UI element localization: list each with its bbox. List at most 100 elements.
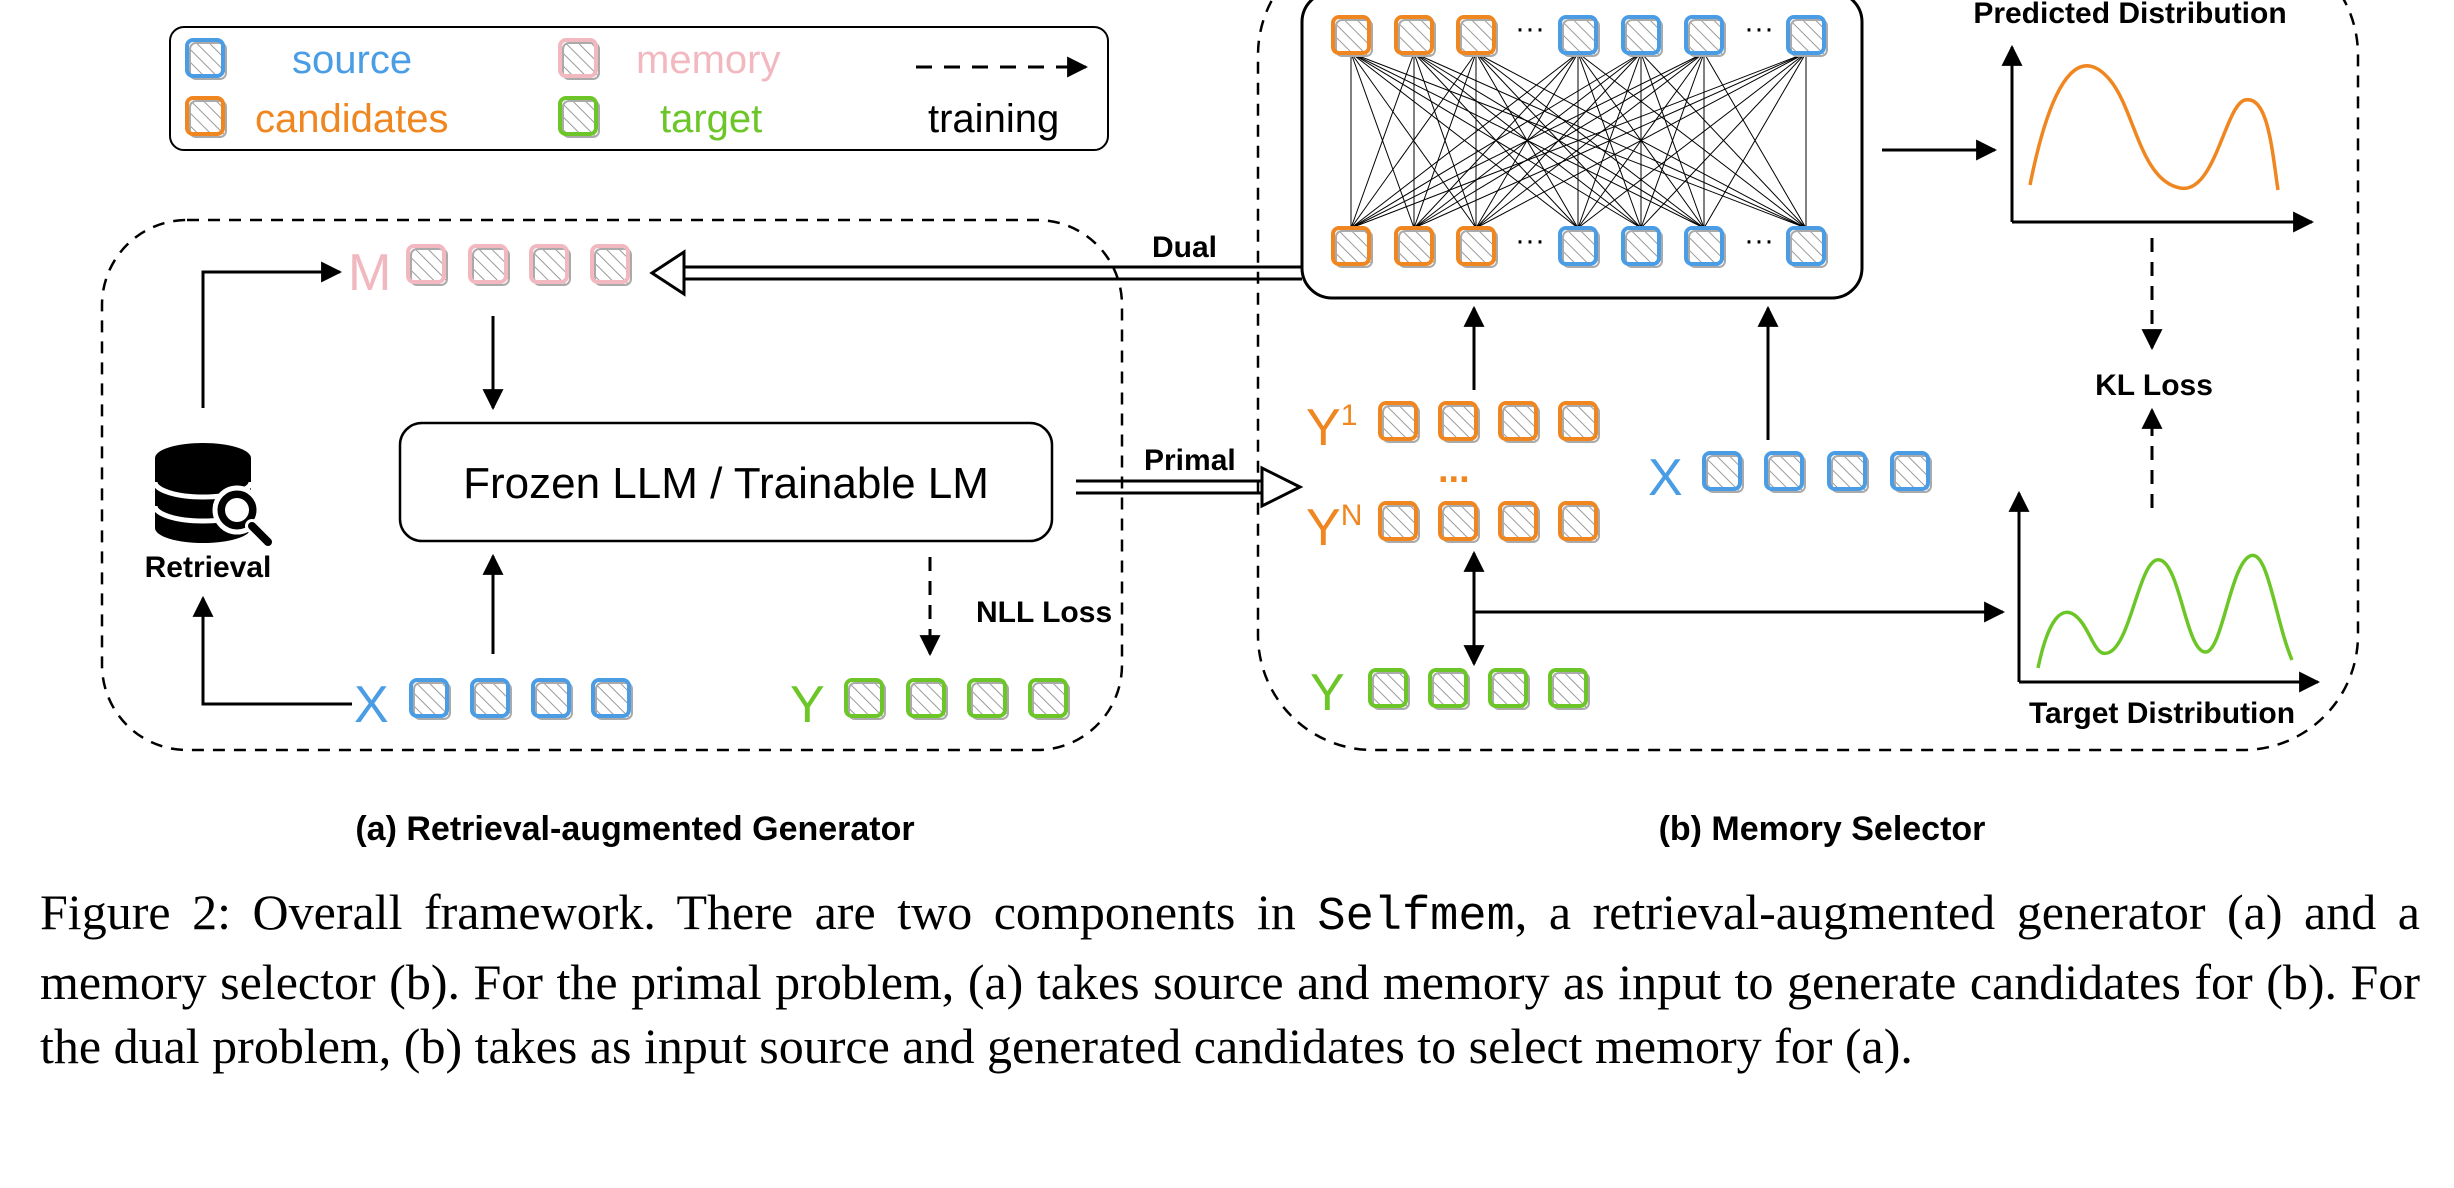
legend-frame	[169, 26, 1109, 151]
memory-token	[468, 244, 510, 286]
legend-target-swatch	[558, 96, 600, 138]
source-token	[1621, 15, 1663, 57]
legend-candidates-swatch	[185, 96, 227, 138]
kl-loss-label: KL Loss	[2095, 369, 2213, 402]
attention-edge	[1350, 52, 1579, 229]
generator-panel-label: (a) Retrieval-augmented Generator	[355, 810, 914, 848]
legend-memory-label: memory	[636, 38, 780, 82]
ellipsis-dots: ···	[1515, 12, 1545, 45]
source-to-retrieval-arrow	[192, 595, 352, 706]
source-token	[1621, 226, 1663, 268]
generator-source-letter: X	[354, 676, 389, 734]
selector-panel-frame	[1256, 0, 2360, 752]
memory-token	[590, 244, 632, 286]
candidate-token	[1498, 501, 1540, 543]
cand-first-letter: Y	[1306, 399, 1341, 457]
memory-token	[529, 244, 571, 286]
legend-memory-swatch	[558, 38, 600, 80]
svg-text:YN: YN	[1306, 499, 1362, 557]
attention-edge	[1413, 52, 1807, 229]
figure-caption: Figure 2: Overall framework. There are t…	[40, 880, 2420, 1078]
cand-first-sup: 1	[1341, 399, 1358, 432]
dual-arrow	[649, 249, 1302, 297]
source-token	[1890, 451, 1932, 493]
attention-edge	[1640, 52, 1807, 229]
generator-memory-letter: M	[348, 244, 391, 302]
attention-edge	[1577, 52, 1807, 229]
target-token	[967, 678, 1009, 720]
generator-panel-frame	[100, 218, 1124, 752]
generator-panel: M Retrieval Frozen LLM / Trainable LM X	[100, 218, 1124, 848]
target-token	[1548, 668, 1590, 710]
target-distribution-curve	[2036, 553, 2294, 669]
candidate-token	[1438, 501, 1480, 543]
source-token	[1764, 451, 1806, 493]
caption-code: Selfmem	[1317, 891, 1515, 944]
retrieval-label: Retrieval	[145, 551, 272, 584]
source-token	[1684, 15, 1726, 57]
target-token	[906, 678, 948, 720]
legend-candidates-label: candidates	[255, 97, 448, 141]
cand-last-letter: Y	[1306, 499, 1341, 557]
dual-label: Dual	[1152, 231, 1217, 264]
candidate-token	[1456, 226, 1498, 268]
predicted-distribution-label: Predicted Distribution	[1973, 0, 2286, 30]
legend-source-label: source	[292, 38, 412, 82]
candidate-last-row-label: YN	[1306, 499, 1362, 557]
source-token	[1684, 226, 1726, 268]
ellipsis-dots: ···	[1515, 224, 1545, 257]
target-token	[1368, 668, 1410, 710]
caption-prefix: Figure 2: Overall framework. There are t…	[40, 884, 1318, 940]
ellipsis-dots: ···	[1744, 12, 1774, 45]
ellipsis-dots: ···	[1744, 224, 1774, 257]
target-token	[1028, 678, 1070, 720]
model-label: Frozen LLM / Trainable LM	[463, 459, 989, 508]
cross-encoder-top-row: ··· ···	[1331, 12, 1828, 57]
target-token	[1428, 668, 1470, 710]
candidate-token	[1394, 226, 1436, 268]
retrieval-to-memory-arrow	[201, 261, 343, 408]
legend-training-label: training	[928, 97, 1059, 141]
selector-panel: ··· ··· ··· ··· Y1 ... YN	[1256, 0, 2360, 848]
target-distribution-label: Target Distribution	[2029, 697, 2295, 730]
candidate-token	[1456, 15, 1498, 57]
attention-edge	[1350, 52, 1477, 229]
primal-label: Primal	[1144, 444, 1236, 477]
candidate-first-row-label: Y1	[1306, 399, 1357, 457]
attention-edge	[1350, 52, 1807, 229]
legend: source memory candidates target training	[169, 26, 1109, 151]
selector-source-letter: X	[1648, 449, 1683, 507]
source-token	[1558, 15, 1600, 57]
legend-target-label: target	[660, 97, 762, 141]
attention-edge	[1350, 52, 1415, 229]
svg-text:Y1: Y1	[1306, 399, 1357, 457]
candidate-token	[1378, 501, 1420, 543]
source-token	[1786, 226, 1828, 268]
source-token	[1827, 451, 1869, 493]
attention-edge	[1413, 52, 1705, 229]
candidate-token	[1394, 15, 1436, 57]
candidate-token	[1331, 15, 1373, 57]
legend-source-swatch	[185, 38, 227, 80]
attention-edge	[1703, 52, 1807, 229]
candidate-token	[1438, 401, 1480, 443]
attention-edge	[1640, 52, 1705, 229]
selector-panel-label: (b) Memory Selector	[1659, 810, 1986, 848]
attention-edge	[1475, 52, 1807, 229]
attention-edge	[1475, 52, 1705, 229]
candidates-ellipsis: ...	[1438, 449, 1470, 491]
source-token	[1558, 226, 1600, 268]
predicted-distribution-curve	[2028, 64, 2280, 191]
nll-loss-label: NLL Loss	[976, 596, 1112, 629]
cand-last-sup: N	[1341, 499, 1363, 532]
model-box	[398, 421, 1054, 543]
attention-edge	[1413, 52, 1477, 229]
candidate-token	[1498, 401, 1540, 443]
source-token	[470, 678, 512, 720]
source-token	[1702, 451, 1744, 493]
target-token	[1488, 668, 1530, 710]
attention-edge	[1350, 52, 1705, 229]
attention-edge	[1350, 52, 1642, 229]
selector-target-letter: Y	[1310, 664, 1345, 722]
